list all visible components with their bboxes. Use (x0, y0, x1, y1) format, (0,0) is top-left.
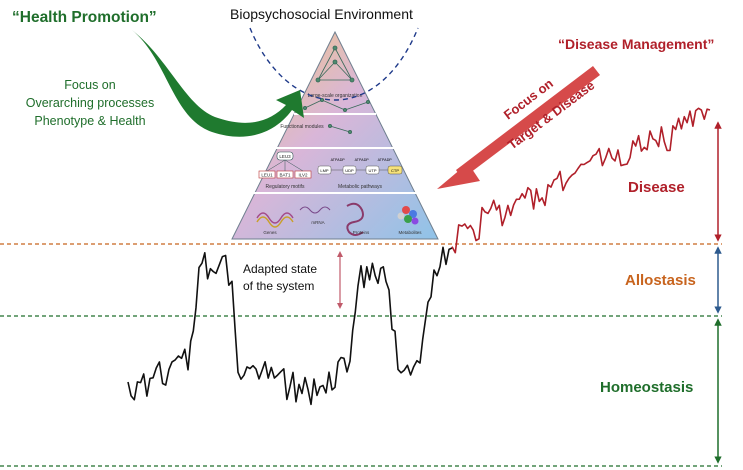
molecule-ctp: CTP (391, 168, 399, 173)
health-promotion-arrow (132, 30, 304, 137)
molecule-adp-1: ADP (337, 158, 345, 162)
gene-box-leu1: LEU1 (261, 173, 273, 178)
focus-health-line-3: Phenotype & Health (34, 114, 145, 128)
molecule-atp-2: ATP (355, 158, 362, 162)
systems-pyramid: Large-scale organization Functional modu… (231, 30, 439, 240)
pyramid-label-regulatory: Regulatory motifs (266, 184, 305, 190)
adapted-state-line-2: of the system (243, 279, 314, 293)
disease-state-trace (451, 107, 711, 254)
pyramid-label-proteins: Proteins (353, 230, 370, 235)
gene-box-leu3: LEU3 (279, 154, 291, 159)
pyramid-label-mrna: mRNA (311, 220, 324, 225)
pyramid-label-top: Large-scale organization (308, 93, 363, 99)
allostasis-label: Allostasis (625, 272, 696, 289)
gene-box-bat1: BAT1 (280, 173, 291, 178)
network-graphic (302, 45, 370, 134)
omics-graphics (256, 202, 419, 236)
gene-box-ilv2: ILV2 (299, 173, 308, 178)
pyramid-label-metabolites: Metabolites (398, 230, 422, 235)
environment-boundary-curve (249, 27, 419, 101)
biopsychosocial-title: Biopsychosocial Environment (230, 6, 413, 22)
molecule-adp-2: ADP (361, 158, 369, 162)
molecule-lmp: LMP (320, 168, 329, 173)
disease-management-title: “Disease Management” (558, 36, 714, 52)
metabolic-pathway: LMP UDP UTP CTP ATP ADP ATP ADP ATP ADP (317, 158, 403, 175)
molecule-atp-3: ATP (378, 158, 385, 162)
disease-label: Disease (628, 179, 685, 196)
adapted-state-line-1: Adapted state (243, 262, 317, 276)
pyramid-label-functional: Functional modules (280, 124, 324, 130)
pyramid-label-genes: Genes (263, 230, 277, 235)
pyramid-body (231, 30, 439, 240)
focus-health-line-1: Focus on (64, 78, 115, 92)
regulatory-motifs: LEU3 LEU1 BAT1 ILV2 (258, 151, 312, 179)
molecule-adp-3: ADP (384, 158, 392, 162)
system-state-trace (127, 246, 453, 406)
health-promotion-title: “Health Promotion” (12, 9, 157, 26)
pyramid-label-metabolic: Metabolic pathways (338, 184, 382, 190)
focus-health-line-2: Overarching processes (26, 96, 155, 110)
molecule-utp: UTP (369, 168, 377, 173)
homeostasis-label: Homeostasis (600, 379, 693, 396)
disease-management-arrow (437, 66, 600, 189)
molecule-atp-1: ATP (331, 158, 338, 162)
molecule-udp: UDP (345, 168, 354, 173)
